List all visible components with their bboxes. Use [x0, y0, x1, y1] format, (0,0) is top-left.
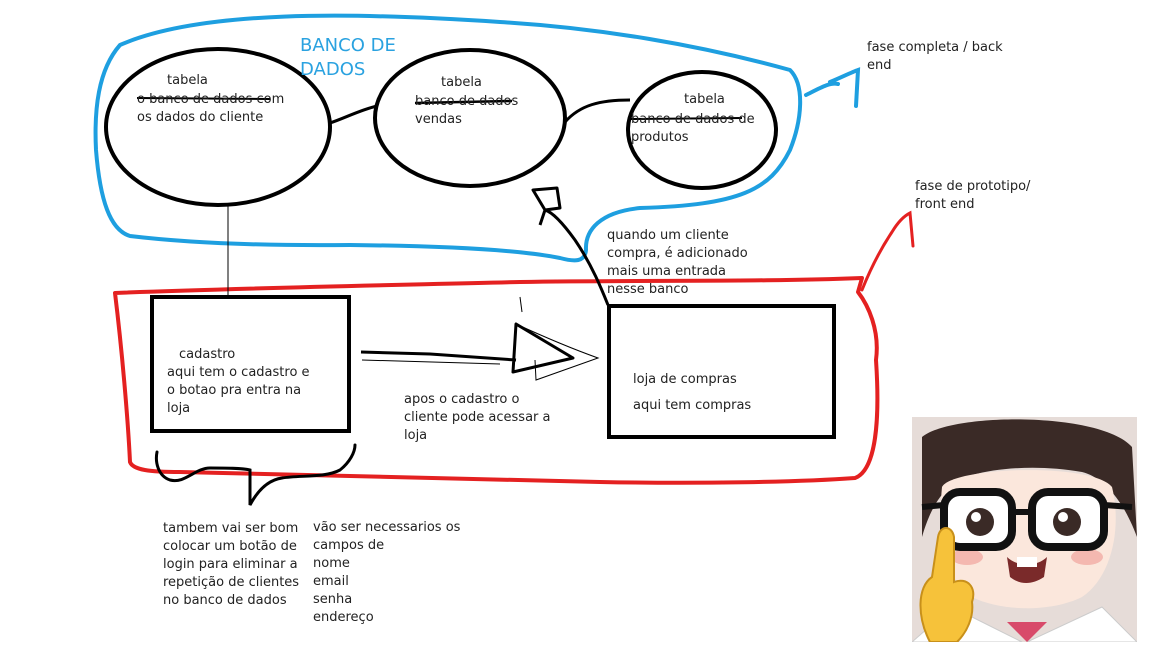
frontend-phase-line2: front end	[915, 197, 975, 212]
after-signup-line1: apos o cadastro o	[404, 392, 520, 407]
backend-pointer	[804, 67, 861, 108]
fields-note: vão ser necessarios os campos de nome em…	[313, 519, 460, 627]
database-outline	[93, 13, 803, 263]
table-clientes-line1: o banco de dados com	[137, 92, 285, 107]
signup-box-text: aqui tem o cadastro e o botao pra entra …	[167, 364, 310, 418]
backend-phase-line2: end	[867, 58, 892, 73]
login-button-note: tambem vai ser bom colocar um botão de l…	[163, 520, 299, 610]
signup-to-store-arrow	[360, 322, 575, 374]
frontend-pointer	[860, 210, 915, 292]
table-clientes-label: tabela	[167, 73, 208, 88]
fields-note-line4: email	[313, 574, 349, 589]
login-note-line5: no banco de dados	[163, 593, 287, 608]
database-title: BANCO DE DADOS	[300, 34, 396, 82]
backend-phase-label: fase completa / back end	[867, 39, 1003, 75]
store-to-sales-arrow	[531, 186, 610, 306]
after-signup-note: apos o cadastro o cliente pode acessar a…	[404, 391, 551, 445]
signup-brace	[154, 443, 357, 506]
login-note-line4: repetição de clientes	[163, 575, 300, 590]
table-vendas-label: tabela	[441, 75, 482, 90]
table-produtos-line2: produtos	[631, 130, 689, 145]
store-box-text: aqui tem compras	[633, 398, 752, 413]
purchase-note-line4: nesse banco	[607, 282, 689, 297]
login-note-line3: login para eliminar a	[163, 557, 298, 572]
signup-box-line1: aqui tem o cadastro e	[167, 365, 310, 380]
table-vendas-ellipse	[373, 48, 567, 188]
table-produtos-ellipse	[626, 70, 778, 190]
fields-note-line5: senha	[313, 592, 353, 607]
fields-note-line1: vão ser necessarios os	[313, 520, 461, 535]
table-clientes-ellipse	[104, 47, 332, 207]
database-title-line1: BANCO DE	[300, 35, 396, 56]
after-signup-line3: loja	[404, 428, 428, 443]
table-produtos-label: tabela	[684, 92, 725, 107]
table-vendas-line1: banco de dados	[415, 94, 519, 109]
anime-girl-glasses-image	[912, 417, 1137, 642]
fields-note-line3: nome	[313, 556, 350, 571]
connector-clientes-vendas	[329, 104, 378, 125]
login-note-line1: tambem vai ser bom	[163, 521, 299, 536]
purchase-note: quando um cliente compra, é adicionado m…	[607, 227, 748, 299]
store-box-title: loja de compras	[633, 372, 737, 387]
after-signup-line2: cliente pode acessar a	[404, 410, 551, 425]
frontend-phase-label: fase de prototipo/ front end	[915, 178, 1030, 214]
frontend-phase-line1: fase de prototipo/	[915, 179, 1031, 194]
table-vendas-line2: vendas	[415, 112, 462, 127]
signup-box-title: cadastro	[179, 347, 236, 362]
fields-note-line2: campos de	[313, 538, 385, 553]
table-produtos-line1: banco de dados de	[631, 112, 755, 127]
strike-clientes	[136, 97, 271, 100]
backend-phase-line1: fase completa / back	[867, 40, 1003, 55]
signup-to-store-arrow-sketch	[361, 296, 600, 381]
purchase-note-line3: mais uma entrada	[607, 264, 727, 279]
purchase-note-line1: quando um cliente	[607, 228, 729, 243]
signup-box-line3: loja	[167, 401, 191, 416]
database-title-line2: DADOS	[300, 59, 366, 80]
store-box	[607, 304, 836, 439]
signup-box-line2: o botao pra entra na	[167, 383, 302, 398]
fields-note-line6: endereço	[313, 610, 374, 625]
purchase-note-line2: compra, é adicionado	[607, 246, 748, 261]
signup-box	[150, 295, 351, 433]
table-clientes-line2: os dados do cliente	[137, 110, 264, 125]
strike-vendas	[414, 99, 513, 105]
login-note-line2: colocar um botão de	[163, 539, 297, 554]
connector-vendas-produtos	[563, 98, 631, 124]
strike-produtos	[630, 117, 743, 120]
